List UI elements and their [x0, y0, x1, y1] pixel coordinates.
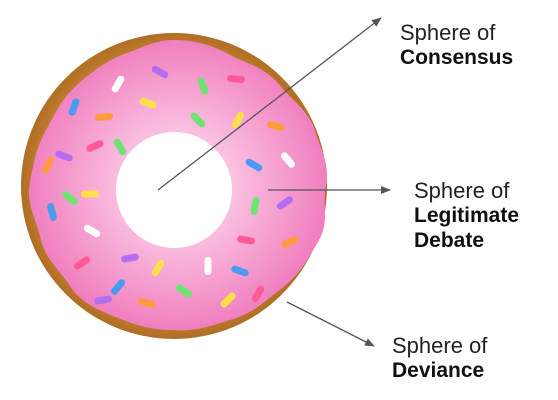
- sprinkle: [151, 259, 165, 277]
- sprinkle: [251, 285, 265, 303]
- sprinkle: [245, 158, 263, 172]
- sprinkle: [138, 298, 156, 308]
- sprinkle: [231, 265, 249, 277]
- sprinkle: [86, 140, 104, 152]
- sprinkle: [231, 111, 245, 129]
- sprinkle: [81, 190, 99, 198]
- sprinkle: [280, 152, 296, 168]
- label-sphere-of-consensus: Sphere of Consensus: [400, 20, 513, 71]
- sprinkle: [175, 284, 193, 298]
- sprinkle: [68, 98, 80, 116]
- sprinkle: [197, 77, 209, 95]
- sprinkle: [281, 236, 299, 248]
- sprinkle: [190, 112, 206, 128]
- consensus-prefix: Sphere of: [400, 20, 496, 45]
- sprinkle: [250, 197, 260, 215]
- sprinkle: [227, 75, 245, 83]
- sprinkle: [110, 279, 126, 295]
- sprinkle: [139, 97, 157, 109]
- sprinkle: [121, 253, 139, 263]
- sprinkles: [42, 65, 299, 308]
- sprinkle: [111, 75, 125, 93]
- sprinkle: [94, 295, 112, 305]
- label-sphere-of-legitimate-debate: Sphere of Legitimate Debate: [414, 178, 519, 253]
- debate-title-line2: Debate: [414, 228, 485, 252]
- sprinkle: [237, 235, 255, 245]
- deviance-title: Deviance: [392, 358, 485, 382]
- label-sphere-of-deviance: Sphere of Deviance: [392, 333, 487, 384]
- donut-hole: [116, 132, 232, 248]
- deviance-prefix: Sphere of: [392, 333, 488, 358]
- sprinkle: [204, 257, 212, 275]
- arrow-deviance: [286, 301, 375, 347]
- sprinkle: [83, 224, 101, 238]
- sprinkle: [55, 150, 73, 162]
- sprinkle: [62, 190, 78, 206]
- sprinkle: [95, 113, 113, 121]
- sprinkle: [267, 121, 285, 131]
- arrow-consensus: [157, 17, 382, 191]
- debate-prefix: Sphere of: [414, 178, 510, 203]
- sprinkle: [113, 138, 127, 156]
- sprinkle: [73, 256, 91, 270]
- sprinkle: [47, 203, 57, 221]
- sprinkle: [276, 196, 294, 210]
- consensus-title: Consensus: [400, 45, 514, 69]
- debate-title-line1: Legitimate: [414, 203, 520, 227]
- sprinkle: [220, 292, 236, 308]
- sprinkle: [42, 156, 54, 174]
- sprinkle: [151, 65, 169, 79]
